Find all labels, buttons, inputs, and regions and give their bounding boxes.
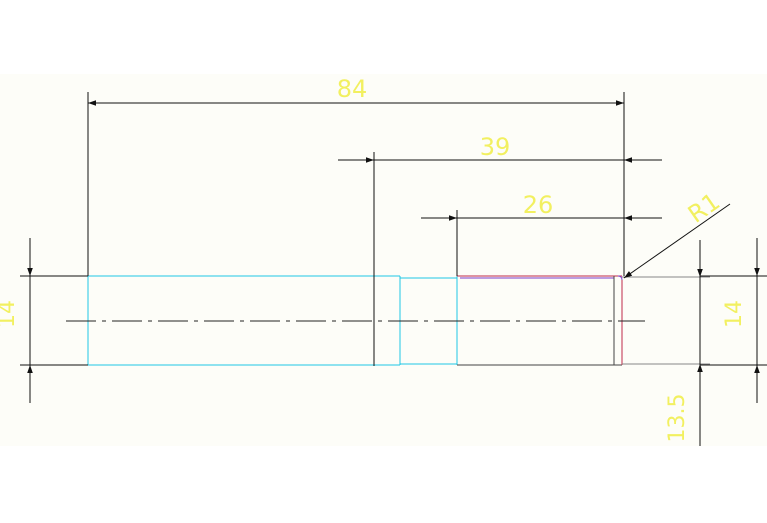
dimension-left-diameter: [20, 238, 88, 403]
label-overall-length: 84: [337, 75, 368, 103]
dimension-overall-length: [87, 92, 625, 276]
fillet-arc: [617, 275, 623, 281]
label-right-length: 26: [523, 191, 554, 219]
shaft-part: [87, 275, 710, 366]
label-right-diameter: 14: [722, 300, 747, 328]
dimension-right-diameter: [700, 238, 767, 403]
dimension-mid-length: [338, 152, 662, 366]
label-left-diameter: 14: [0, 300, 20, 328]
dimension-fillet-radius: [623, 203, 731, 279]
label-mid-length: 39: [480, 133, 511, 161]
bottom-band: [0, 446, 767, 523]
dimension-right-length: [421, 210, 662, 276]
drawing-area: [0, 74, 767, 446]
leader-line-r1: [623, 203, 731, 279]
top-band: [0, 0, 767, 74]
label-small-dimension: 13.5: [665, 394, 690, 443]
